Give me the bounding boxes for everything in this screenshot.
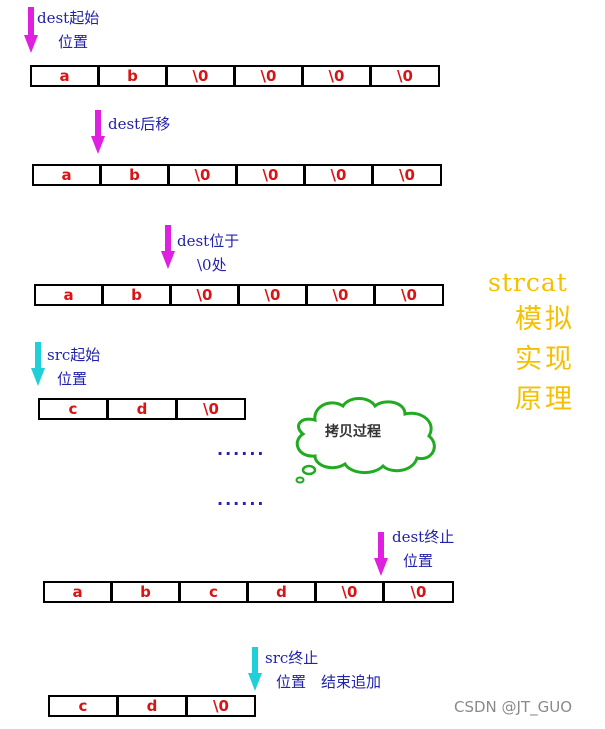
- dest-end-label-line2: 位置: [403, 550, 433, 572]
- array-cell: \0: [238, 166, 306, 184]
- array-cell: \0: [317, 583, 385, 601]
- array-cell: d: [109, 400, 178, 418]
- src-array-step6: c d \0: [48, 695, 256, 717]
- dest-at-null-arrow: [161, 225, 175, 269]
- watermark: CSDN @JT_GUO: [454, 698, 572, 716]
- cloud-label: 拷贝过程: [325, 421, 381, 441]
- array-cell: a: [32, 67, 100, 85]
- dest-array-step3: a b \0 \0 \0 \0: [34, 284, 444, 306]
- title-line2: 模拟: [488, 300, 598, 340]
- src-start-arrow: [31, 342, 45, 386]
- array-cell: \0: [240, 286, 308, 304]
- title-line1: strcat: [488, 266, 598, 300]
- ellipsis-bottom: ......: [217, 490, 265, 509]
- array-cell: \0: [304, 67, 372, 85]
- dest-start-label: dest起始: [37, 7, 99, 29]
- dest-array-step2: a b \0 \0 \0 \0: [32, 164, 442, 186]
- src-start-label-line2: 位置: [57, 368, 87, 390]
- array-cell: \0: [376, 286, 442, 304]
- array-cell: \0: [306, 166, 374, 184]
- array-cell: \0: [374, 166, 440, 184]
- array-cell: \0: [168, 67, 236, 85]
- src-end-label: src终止: [265, 647, 318, 669]
- dest-start-label-line2: 位置: [58, 31, 88, 53]
- title-line4: 原理: [488, 380, 598, 420]
- src-end-label-line2: 位置 结束追加: [276, 671, 381, 693]
- src-start-label: src起始: [47, 344, 100, 366]
- src-array-step4: c d \0: [38, 398, 246, 420]
- dest-at-null-label-line2: \0处: [197, 254, 227, 276]
- src-end-arrow: [248, 647, 262, 691]
- array-cell: b: [100, 67, 168, 85]
- array-cell: a: [34, 166, 102, 184]
- array-cell: b: [104, 286, 172, 304]
- title-line3: 实现: [488, 340, 598, 380]
- array-cell: c: [181, 583, 249, 601]
- array-cell: \0: [236, 67, 304, 85]
- array-cell: b: [102, 166, 170, 184]
- dest-start-arrow: [24, 7, 38, 53]
- dest-at-null-label: dest位于: [177, 230, 239, 252]
- ellipsis-top: ......: [217, 440, 265, 459]
- array-cell: \0: [188, 697, 254, 715]
- dest-array-step5: a b c d \0 \0: [43, 581, 454, 603]
- dest-end-label: dest终止: [392, 526, 454, 548]
- diagram-title: strcat 模拟 实现 原理: [488, 266, 598, 420]
- dest-end-arrow: [374, 532, 388, 576]
- array-cell: \0: [172, 286, 240, 304]
- array-cell: \0: [170, 166, 238, 184]
- array-cell: b: [113, 583, 181, 601]
- dest-move-label: dest后移: [108, 113, 170, 135]
- array-cell: d: [119, 697, 188, 715]
- dest-move-arrow: [91, 110, 105, 154]
- array-cell: d: [249, 583, 317, 601]
- array-cell: \0: [178, 400, 244, 418]
- array-cell: \0: [372, 67, 438, 85]
- array-cell: \0: [385, 583, 452, 601]
- dest-array-step1: a b \0 \0 \0 \0: [30, 65, 440, 87]
- array-cell: a: [36, 286, 104, 304]
- array-cell: c: [50, 697, 119, 715]
- array-cell: c: [40, 400, 109, 418]
- array-cell: \0: [308, 286, 376, 304]
- array-cell: a: [45, 583, 113, 601]
